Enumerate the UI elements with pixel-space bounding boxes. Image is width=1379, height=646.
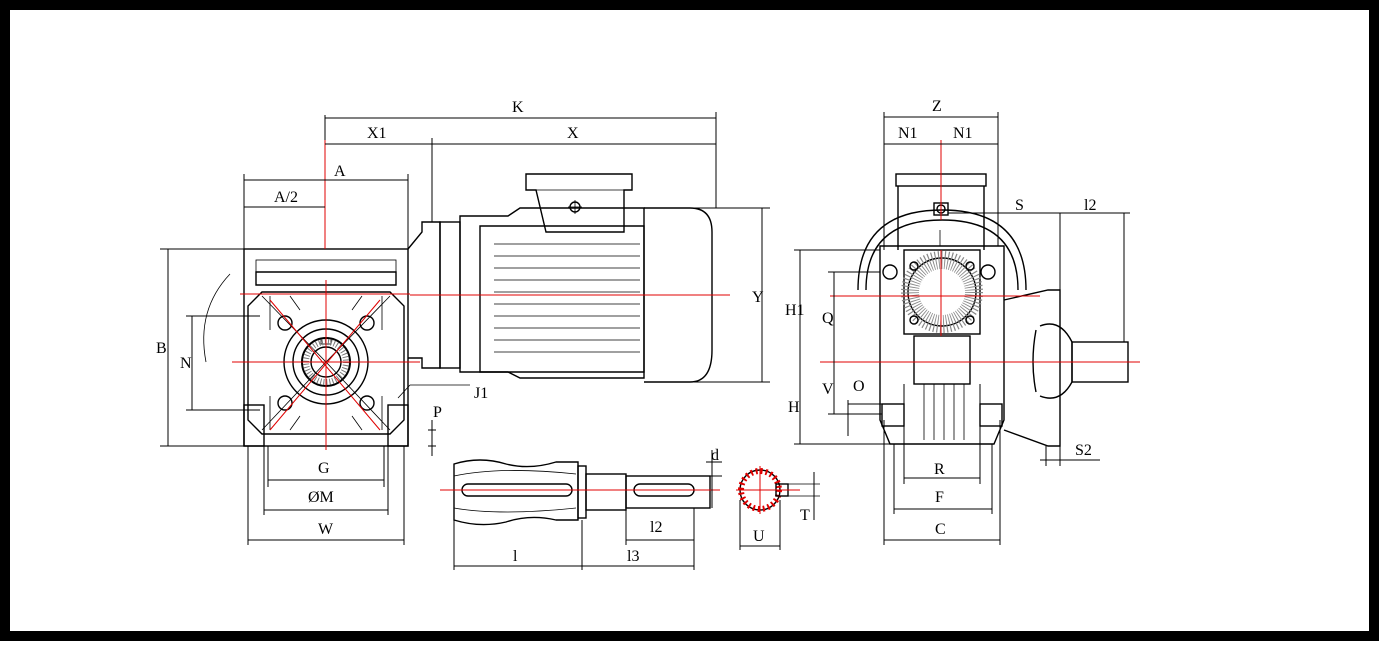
label-B: B	[156, 340, 167, 357]
label-G: G	[318, 460, 330, 477]
label-l2-side: l2	[1084, 197, 1096, 214]
label-F: F	[935, 489, 944, 506]
label-V: V	[822, 381, 834, 398]
label-U: U	[753, 528, 765, 545]
shaft-view	[440, 450, 722, 570]
label-Y: Y	[752, 289, 764, 306]
label-C: C	[935, 521, 946, 538]
label-l: l	[513, 548, 518, 565]
key-section	[736, 466, 820, 550]
label-H: H	[788, 399, 800, 416]
label-d: d	[711, 447, 719, 464]
label-P: P	[433, 404, 442, 421]
label-A2: A/2	[274, 189, 298, 206]
dimension-labels: K X1 X A A/2 B N Y J1 P G ØM W d l2 l l3…	[156, 98, 1096, 565]
label-N1-right: N1	[953, 125, 973, 142]
label-H1: H1	[785, 302, 805, 319]
label-S: S	[1015, 197, 1024, 214]
label-S2: S2	[1075, 442, 1092, 459]
label-N1-left: N1	[898, 125, 918, 142]
label-OM: ØM	[308, 489, 334, 506]
label-l3: l3	[627, 548, 639, 565]
label-X1: X1	[367, 125, 387, 142]
side-view	[794, 112, 1140, 545]
label-l2-shaft: l2	[650, 519, 662, 536]
label-A: A	[334, 163, 346, 180]
label-O: O	[853, 378, 865, 395]
label-X: X	[567, 125, 579, 142]
label-J1: J1	[474, 385, 488, 402]
label-Z: Z	[932, 98, 942, 115]
label-N-left: N	[180, 355, 192, 372]
label-W: W	[318, 521, 334, 538]
label-Q: Q	[822, 310, 834, 327]
label-T: T	[800, 507, 810, 524]
front-view	[160, 112, 770, 545]
label-K: K	[512, 99, 524, 116]
label-R: R	[934, 461, 945, 478]
